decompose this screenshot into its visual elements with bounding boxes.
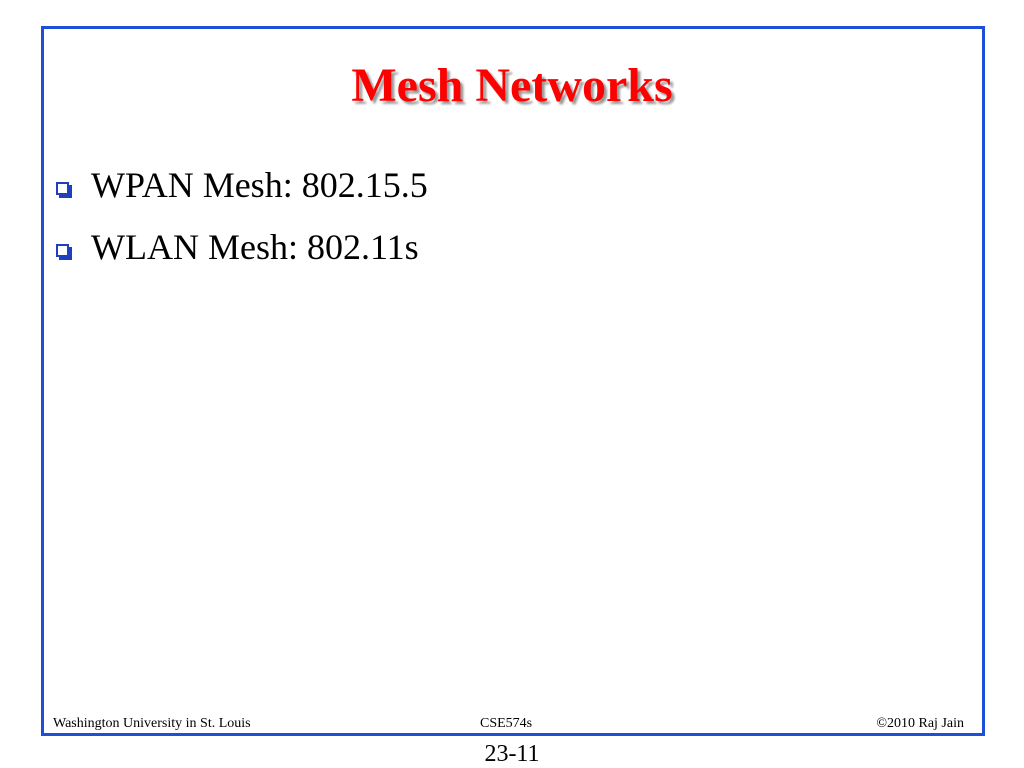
bullet-text: WLAN Mesh: 802.11s [91,227,419,267]
footer-course: CSE574s [480,716,533,731]
bullet-item: WPAN Mesh: 802.15.5 [56,154,428,216]
footer-institution: Washington University in St. Louis [53,716,251,731]
bullet-item: WLAN Mesh: 802.11s [56,216,428,278]
hollow-square-bullet-icon [56,181,69,195]
footer-copyright: ©2010 Raj Jain [876,716,964,731]
slide-footer: Washington University in St. Louis CSE57… [44,714,976,734]
slide-title: Mesh Networks [351,59,673,112]
slide-frame [41,26,985,736]
bullet-text: WPAN Mesh: 802.15.5 [91,165,428,205]
hollow-square-bullet-icon [56,243,69,257]
page-number: 23-11 [484,741,540,767]
bullet-list: WPAN Mesh: 802.15.5 WLAN Mesh: 802.11s [56,154,428,278]
